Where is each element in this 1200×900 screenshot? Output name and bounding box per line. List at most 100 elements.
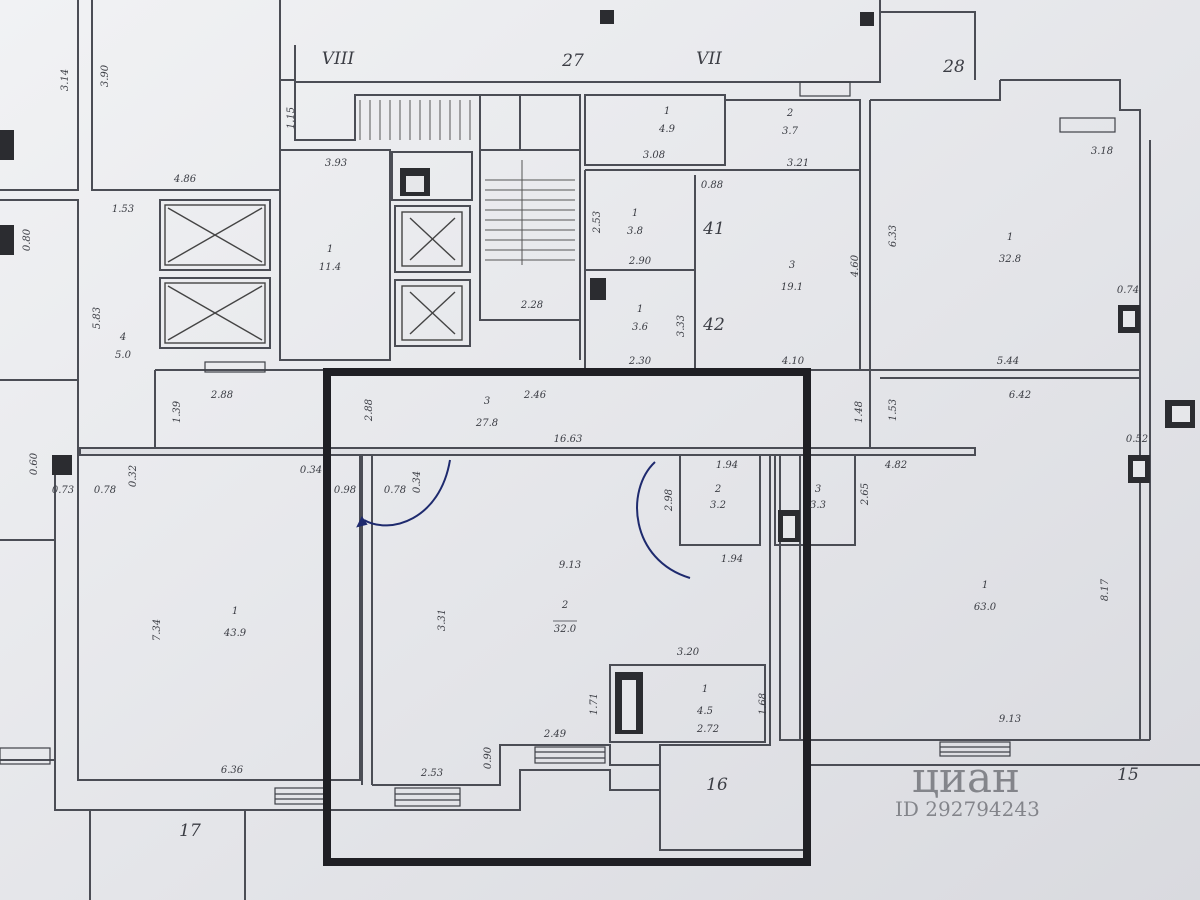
- dim-2-90: 2.90: [628, 256, 652, 267]
- dim-2-53-b: 2.53: [592, 211, 603, 234]
- room-left-number: 1: [232, 606, 238, 617]
- dim-1-94-b: 1.94: [721, 554, 743, 565]
- room-office-area: 32.8: [999, 254, 1021, 265]
- dim-2-88-b: 2.88: [364, 399, 375, 422]
- dim-3-93: 3.93: [325, 158, 347, 169]
- room-left-area: 43.9: [223, 628, 247, 639]
- dim-9-13-b: 9.13: [999, 714, 1021, 725]
- room-top-a-area: 4.9: [658, 124, 676, 135]
- room-wc2-area: 3.3: [810, 500, 826, 511]
- dim-2-98: 2.98: [664, 489, 675, 512]
- dim-2-72: 2.72: [696, 724, 719, 735]
- dim-0-88: 0.88: [701, 180, 723, 191]
- room-corridor-area: 27.8: [475, 418, 498, 429]
- axis-15: 15: [1117, 765, 1139, 785]
- windows: [0, 81, 1116, 807]
- room-office-number: 1: [1007, 232, 1013, 243]
- room-top-b-number: 2: [786, 108, 793, 119]
- room-lobby-number: 1: [327, 244, 333, 255]
- dim-9-13: 9.13: [559, 560, 581, 571]
- selection-frame: [323, 368, 811, 866]
- dim-0-34: 0.34: [300, 465, 322, 476]
- dim-1-71: 1.71: [589, 693, 600, 715]
- dim-3-31: 3.31: [437, 609, 448, 631]
- dim-0-90: 0.90: [483, 746, 494, 769]
- stairs-top: [359, 100, 471, 140]
- axis-42: 42: [702, 315, 725, 335]
- room-small-b-number: 1: [637, 304, 643, 315]
- dim-4-86: 4.86: [173, 174, 197, 185]
- room-bath-area: 4.5: [696, 706, 713, 717]
- dim-2-46: 2.46: [523, 390, 547, 401]
- dim-0-73: 0.73: [52, 485, 74, 496]
- dim-6-36: 6.36: [221, 765, 244, 776]
- dim-3-18: 3.18: [1091, 146, 1113, 157]
- dim-4-60: 4.60: [850, 254, 861, 278]
- dim-0-78-b: 0.78: [94, 485, 116, 496]
- dim-0-78: 0.78: [384, 485, 406, 496]
- dim-0-32: 0.32: [128, 465, 139, 487]
- dim-0-34-b: 0.34: [412, 471, 423, 493]
- dim-6-42: 6.42: [1009, 390, 1031, 401]
- dim-4-82: 4.82: [884, 460, 907, 471]
- axis-41: 41: [702, 219, 725, 239]
- dim-1-53-b: 1.53: [888, 399, 899, 421]
- dim-2-28: 2.28: [520, 300, 543, 311]
- axis-28: 28: [942, 57, 965, 77]
- dim-1-68: 1.68: [758, 693, 769, 715]
- axis-27: 27: [561, 51, 584, 71]
- room-right-number: 1: [982, 580, 988, 591]
- room-corridor-number: 3: [484, 396, 490, 407]
- dim-1-94: 1.94: [716, 460, 738, 471]
- dim-6-33: 6.33: [888, 225, 899, 247]
- room-small-a-area: 3.8: [627, 226, 643, 237]
- axis-viii: VIII: [322, 49, 355, 69]
- vertical-dimensions: 3.31 7.34 8.17 2.88 2.98 6.33 4.60 3.90 …: [22, 64, 1111, 769]
- axis-markers: 27 28 16 17 15 41 42 VII VIII: [179, 49, 1139, 841]
- room-vest-number: 4: [119, 332, 126, 343]
- dim-7-34: 7.34: [152, 619, 163, 641]
- dim-2-53: 2.53: [420, 768, 443, 779]
- dimensions: 16.63 9.13 9.13 6.36 2.53 2.49 3.20 2.72…: [52, 146, 1148, 779]
- dim-3-20: 3.20: [677, 647, 700, 658]
- watermark-brand: циан: [912, 753, 1020, 802]
- dim-5-83: 5.83: [92, 307, 103, 329]
- dim-3-90: 3.90: [100, 64, 111, 87]
- dim-2-65: 2.65: [860, 483, 871, 506]
- elevator-shafts: [164, 204, 463, 344]
- dim-1-53: 1.53: [112, 204, 134, 215]
- dim-8-17: 8.17: [1100, 578, 1111, 601]
- room-hall-area: 19.1: [781, 282, 803, 293]
- room-main-number: 2: [561, 600, 568, 611]
- room-wc2-number: 3: [815, 484, 821, 495]
- dim-0-52: 0.52: [1126, 434, 1148, 445]
- room-lobby-area: 11.4: [319, 262, 341, 273]
- room-bath-number: 1: [702, 684, 708, 695]
- dim-1-39: 1.39: [172, 400, 183, 423]
- axis-16: 16: [706, 775, 728, 795]
- dim-0-74: 0.74: [1117, 285, 1139, 296]
- dim-3-14: 3.14: [60, 69, 71, 91]
- dim-2-30: 2.30: [628, 356, 652, 367]
- dim-5-44: 5.44: [997, 356, 1019, 367]
- dim-0-60: 0.60: [29, 452, 40, 475]
- dim-0-98: 0.98: [334, 485, 356, 496]
- axis-vii: VII: [696, 49, 722, 69]
- room-labels: 2 32.0 3 27.8 1 43.9 1 63.0 1 4.5 2 3.2 …: [115, 106, 1021, 717]
- watermark: циан ID 292794243: [895, 753, 1040, 821]
- room-small-a-number: 1: [632, 208, 638, 219]
- axis-17: 17: [179, 821, 201, 841]
- room-main-area: 32.0: [554, 624, 577, 635]
- dim-2-88: 2.88: [210, 390, 233, 401]
- dim-3-21: 3.21: [787, 158, 809, 169]
- room-hall-number: 3: [789, 260, 795, 271]
- dim-1-48: 1.48: [854, 401, 865, 423]
- dim-0-80: 0.80: [22, 228, 33, 251]
- room-right-area: 63.0: [974, 602, 997, 613]
- room-small-b-area: 3.6: [632, 322, 649, 333]
- dim-3-33: 3.33: [676, 315, 687, 337]
- room-wc1-area: 3.2: [710, 500, 726, 511]
- dim-16-63: 16.63: [554, 434, 583, 445]
